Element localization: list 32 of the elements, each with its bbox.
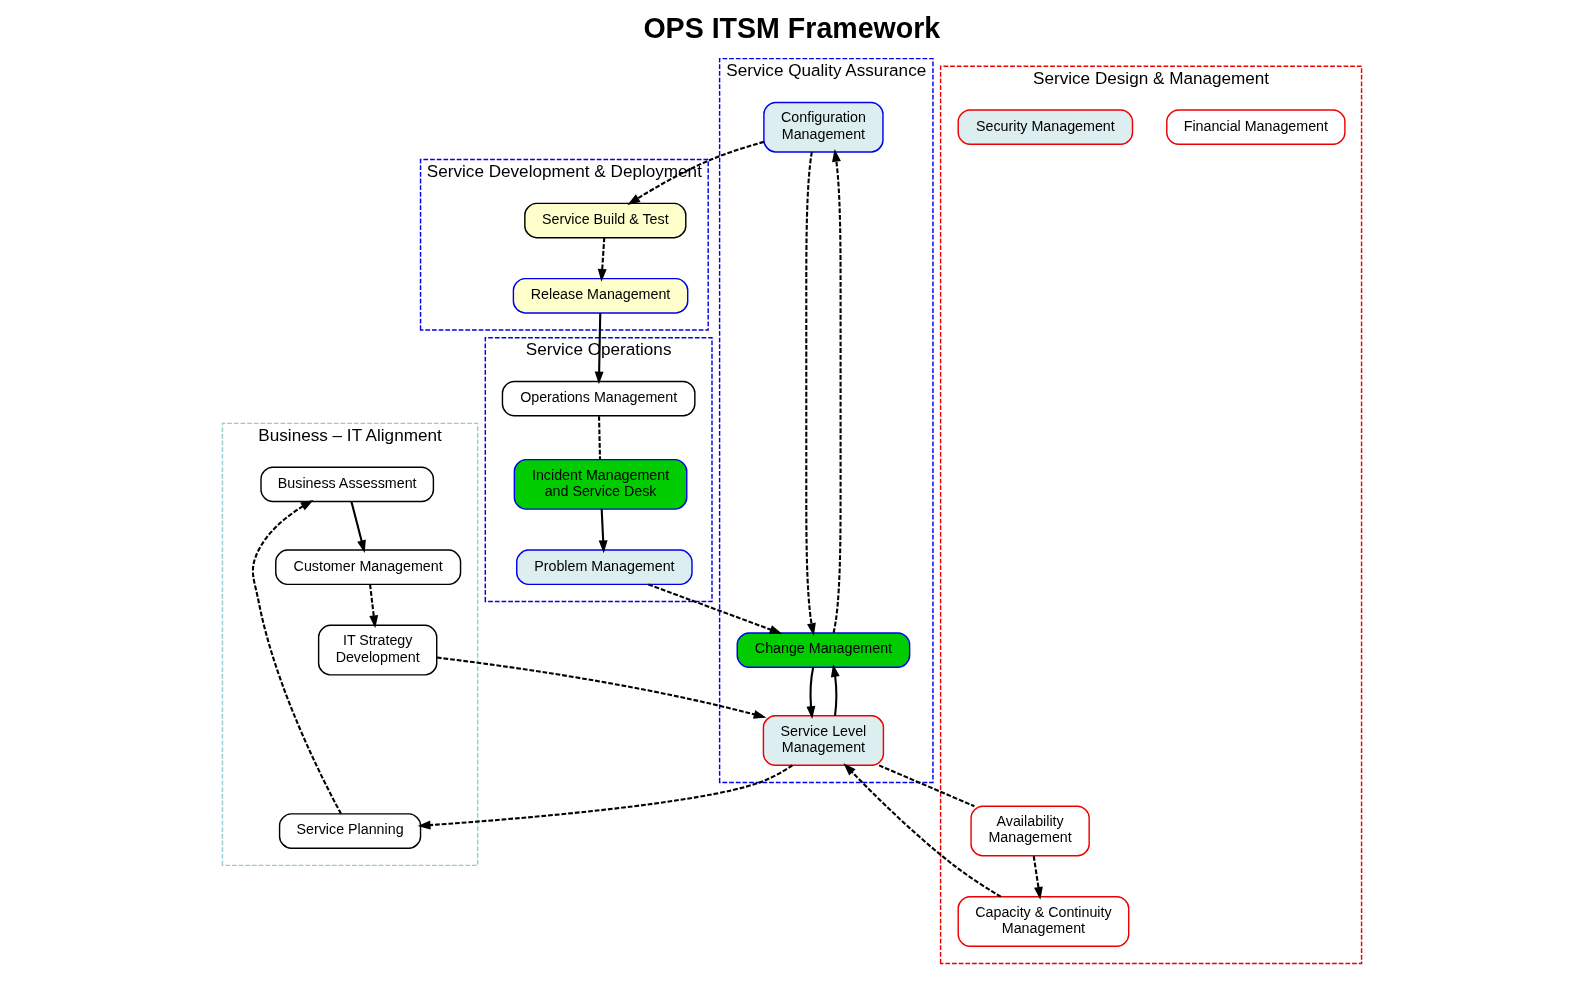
arrow — [251, 500, 342, 815]
arrow — [831, 149, 842, 634]
node-box: Security Management — [957, 109, 1133, 146]
connector — [597, 416, 601, 460]
node-box: Incident Management and Service Desk — [513, 458, 687, 510]
node-box: Operations Management — [501, 380, 696, 417]
node-box: Availability Management — [969, 805, 1090, 857]
node-box: Configuration Management — [762, 101, 884, 153]
arrow — [804, 152, 816, 636]
arrow — [843, 763, 1001, 898]
node-box: Service Build & Test — [523, 202, 686, 239]
node-box: Business Assessment — [259, 466, 434, 503]
arrow — [436, 656, 766, 719]
node-box: Release Management — [512, 277, 688, 314]
arrow — [830, 664, 840, 716]
arrow — [598, 509, 608, 554]
node-box: Customer Management — [274, 549, 461, 586]
node-box: Service Level Management — [762, 715, 884, 767]
connector — [878, 764, 975, 808]
diagram-title: OPS ITSM Framework — [642, 11, 940, 44]
node-box: IT Strategy Development — [317, 624, 437, 676]
arrow — [1032, 856, 1043, 900]
arrow — [349, 501, 366, 553]
node-box: Capacity & Continuity Management — [957, 896, 1129, 947]
node-box: Change Management — [736, 632, 910, 668]
node-box: Problem Management — [515, 549, 693, 586]
node-box: Service Planning — [278, 813, 421, 849]
arrow — [805, 667, 815, 719]
arrow — [368, 584, 378, 629]
arrow — [597, 237, 607, 282]
node-box: Financial Management — [1165, 109, 1346, 146]
arrow — [594, 312, 604, 385]
